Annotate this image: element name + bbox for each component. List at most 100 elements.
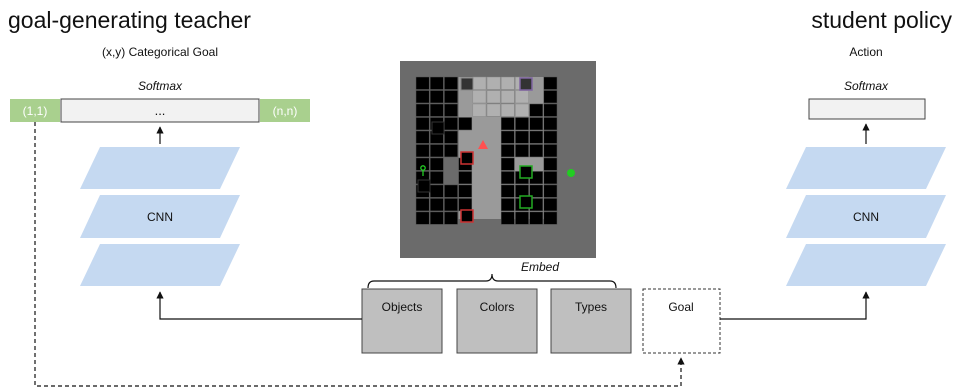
- grid-floor-cell: [430, 212, 443, 224]
- grid-floor-cell: [430, 185, 443, 197]
- objects-input-label: Objects: [382, 300, 423, 314]
- door-icon: [418, 180, 430, 192]
- teacher-first-cell-label: (1,1): [23, 104, 48, 118]
- grid-floor-cell: [501, 171, 514, 183]
- ball-icon: [567, 169, 575, 177]
- grid-floor-cell: [544, 77, 557, 89]
- grid-floor-cell: [444, 77, 457, 89]
- grid-floor-cell: [501, 212, 514, 224]
- grid-floor-cell: [430, 144, 443, 156]
- student-output-label: Action: [849, 45, 882, 59]
- grid-visible-cell: [515, 90, 528, 102]
- grid-floor-cell: [515, 117, 528, 129]
- teacher-last-cell-label: (n,n): [273, 104, 298, 118]
- grid-floor-cell: [416, 144, 429, 156]
- grid-floor-cell: [530, 131, 543, 143]
- grid-floor-cell: [444, 131, 457, 143]
- student-cnn-layer-bottom: [786, 244, 946, 286]
- student-softmax-box: [809, 99, 925, 119]
- grid-floor-cell: [544, 185, 557, 197]
- door-icon: [432, 122, 444, 134]
- goal-input-label: Goal: [668, 300, 693, 314]
- student-cnn-label: CNN: [853, 210, 879, 224]
- grid-visible-cell: [501, 90, 514, 102]
- goal-input-box: [643, 289, 720, 353]
- types-input-label: Types: [575, 300, 607, 314]
- grid-floor-cell: [459, 185, 472, 197]
- grid-floor-cell: [430, 158, 443, 170]
- colors-input-box: [457, 289, 537, 353]
- teacher-ellipsis: ...: [155, 103, 166, 118]
- grid-floor-cell: [501, 144, 514, 156]
- grid-floor-cell: [416, 117, 429, 129]
- grid-visible-cell: [487, 77, 500, 89]
- gridworld-observation: [400, 61, 596, 258]
- grid-floor-cell: [501, 158, 514, 170]
- grid-visible-cell: [473, 90, 486, 102]
- grid-floor-cell: [444, 185, 457, 197]
- grid-floor-cell: [544, 198, 557, 210]
- teacher-output-label: (x,y) Categorical Goal: [102, 45, 218, 59]
- embed-brace: [368, 274, 616, 288]
- grid-floor-cell: [416, 104, 429, 116]
- grid-floor-cell: [416, 198, 429, 210]
- grid-floor-cell: [544, 212, 557, 224]
- teacher-cnn-label: CNN: [147, 210, 173, 224]
- door-icon: [461, 78, 473, 90]
- grid-floor-cell: [444, 117, 457, 129]
- grid-floor-cell: [430, 104, 443, 116]
- grid-visible-cell: [487, 90, 500, 102]
- student-softmax-label: Softmax: [844, 79, 889, 93]
- grid-floor-cell: [515, 212, 528, 224]
- grid-floor-cell: [544, 117, 557, 129]
- types-input-box: [551, 289, 631, 353]
- grid-floor-cell: [530, 144, 543, 156]
- grid-floor-cell: [444, 198, 457, 210]
- door-icon: [520, 166, 532, 178]
- door-icon: [461, 152, 473, 164]
- grid-visible-cell: [515, 104, 528, 116]
- door-icon: [520, 196, 532, 208]
- objects-input-box: [362, 289, 442, 353]
- grid-visible-cell: [501, 77, 514, 89]
- grid-floor-cell: [530, 104, 543, 116]
- grid-floor-cell: [444, 144, 457, 156]
- grid-floor-cell: [544, 90, 557, 102]
- grid-floor-cell: [501, 185, 514, 197]
- grid-visible-cell: [473, 104, 486, 116]
- grid-floor-cell: [444, 212, 457, 224]
- goal-to-student-arrow: [720, 292, 866, 319]
- grid-floor-cell: [430, 171, 443, 183]
- grid-floor-cell: [530, 117, 543, 129]
- grid-floor-cell: [515, 131, 528, 143]
- grid-floor-cell: [444, 104, 457, 116]
- grid-floor-cell: [544, 104, 557, 116]
- student-title: student policy: [811, 7, 952, 33]
- grid-floor-cell: [501, 131, 514, 143]
- grid-floor-cell: [416, 90, 429, 102]
- teacher-title: goal-generating teacher: [8, 7, 251, 33]
- embed-label: Embed: [521, 260, 559, 274]
- grid-floor-cell: [544, 131, 557, 143]
- grid-floor-cell: [544, 171, 557, 183]
- grid-floor-cell: [544, 144, 557, 156]
- teacher-cnn-layer-top: [80, 147, 240, 189]
- grid-visible-cell: [501, 104, 514, 116]
- grid-floor-cell: [416, 77, 429, 89]
- grid-floor-cell: [430, 198, 443, 210]
- grid-floor-cell: [459, 117, 472, 129]
- grid-floor-cell: [515, 144, 528, 156]
- grid-floor-cell: [416, 158, 429, 170]
- grid-floor-cell: [501, 198, 514, 210]
- grid-floor-cell: [416, 212, 429, 224]
- grid-floor-cell: [501, 117, 514, 129]
- teacher-softmax-label: Softmax: [138, 79, 183, 93]
- grid-visible-cell: [473, 77, 486, 89]
- grid-visible-cell: [487, 104, 500, 116]
- door-icon: [461, 210, 473, 222]
- student-cnn-layer-top: [786, 147, 946, 189]
- grid-floor-cell: [544, 158, 557, 170]
- grid-floor-cell: [459, 171, 472, 183]
- grid-floor-cell: [430, 77, 443, 89]
